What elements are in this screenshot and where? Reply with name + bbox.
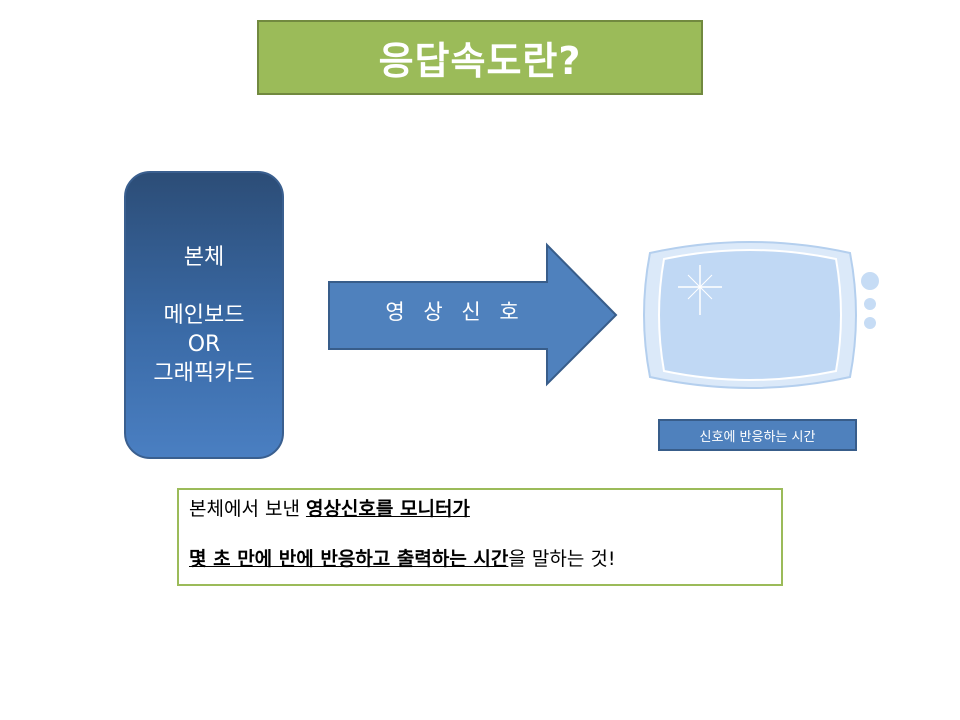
description-line-2: 몇 초 만에 반에 반응하고 출력하는 시간을 말하는 것! <box>189 546 771 572</box>
title-banner: 응답속도란? <box>257 20 703 95</box>
signal-arrow <box>328 242 618 387</box>
monitor-button-icon <box>861 272 879 290</box>
mainboard-line-board: 메인보드 <box>163 302 245 328</box>
monitor-button-icon <box>864 317 876 329</box>
description-emphasis: 몇 초 만에 반에 반응하고 출력하는 시간 <box>189 548 509 570</box>
arrow-label: 영 상 신 호 <box>385 300 525 324</box>
response-time-label: 신호에 반응하는 시간 <box>658 419 857 451</box>
description-text: 본체에서 보낸 <box>189 498 306 520</box>
description-box: 본체에서 보낸 영상신호를 모니터가 몇 초 만에 반에 반응하고 출력하는 시… <box>177 488 783 586</box>
mainboard-line-graphics: 그래픽카드 <box>153 360 255 386</box>
page-title: 응답속도란? <box>378 39 582 83</box>
monitor-icon <box>643 241 879 389</box>
monitor-button-icon <box>864 298 876 310</box>
description-text: 을 말하는 것! <box>508 548 616 570</box>
mainboard-line-body: 본체 <box>183 244 225 270</box>
description-line-1: 본체에서 보낸 영상신호를 모니터가 <box>189 496 771 522</box>
mainboard-box: 본체 메인보드 OR 그래픽카드 <box>124 171 284 459</box>
description-emphasis: 영상신호를 모니터가 <box>305 498 470 520</box>
mainboard-line-or: OR <box>187 331 221 357</box>
